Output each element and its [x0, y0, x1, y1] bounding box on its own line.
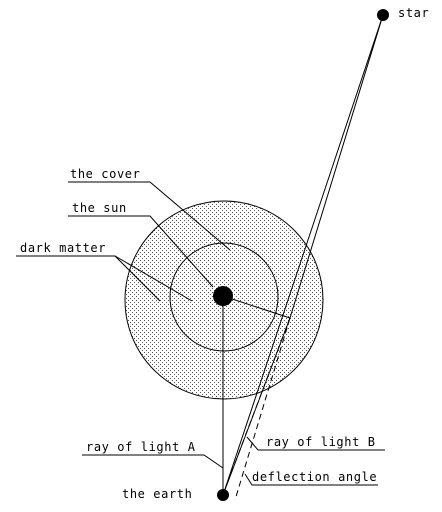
- deflection-leader: [244, 473, 378, 486]
- ray-b-label: ray of light B: [266, 435, 376, 449]
- dark-matter-leader-2: [114, 255, 193, 302]
- earth-label: the earth: [122, 487, 192, 501]
- sun-label: the sun: [72, 201, 127, 215]
- ray-b-leader: [246, 436, 385, 451]
- cover-label: the cover: [70, 167, 140, 181]
- apparent-ray-dashed-2: [234, 317, 291, 501]
- sun-bend-line: [222, 295, 291, 319]
- ray-a-line: [222, 14, 384, 496]
- star-label: star: [398, 6, 429, 20]
- ray-a-label: ray of light A: [86, 440, 196, 454]
- cover-leader: [68, 181, 231, 251]
- deflection-label: deflection angle: [252, 470, 377, 484]
- dark-matter-label: dark matter: [20, 241, 106, 255]
- sun-leader: [68, 215, 214, 288]
- cover-circle: [169, 242, 279, 352]
- ray-a-leader: [82, 454, 224, 469]
